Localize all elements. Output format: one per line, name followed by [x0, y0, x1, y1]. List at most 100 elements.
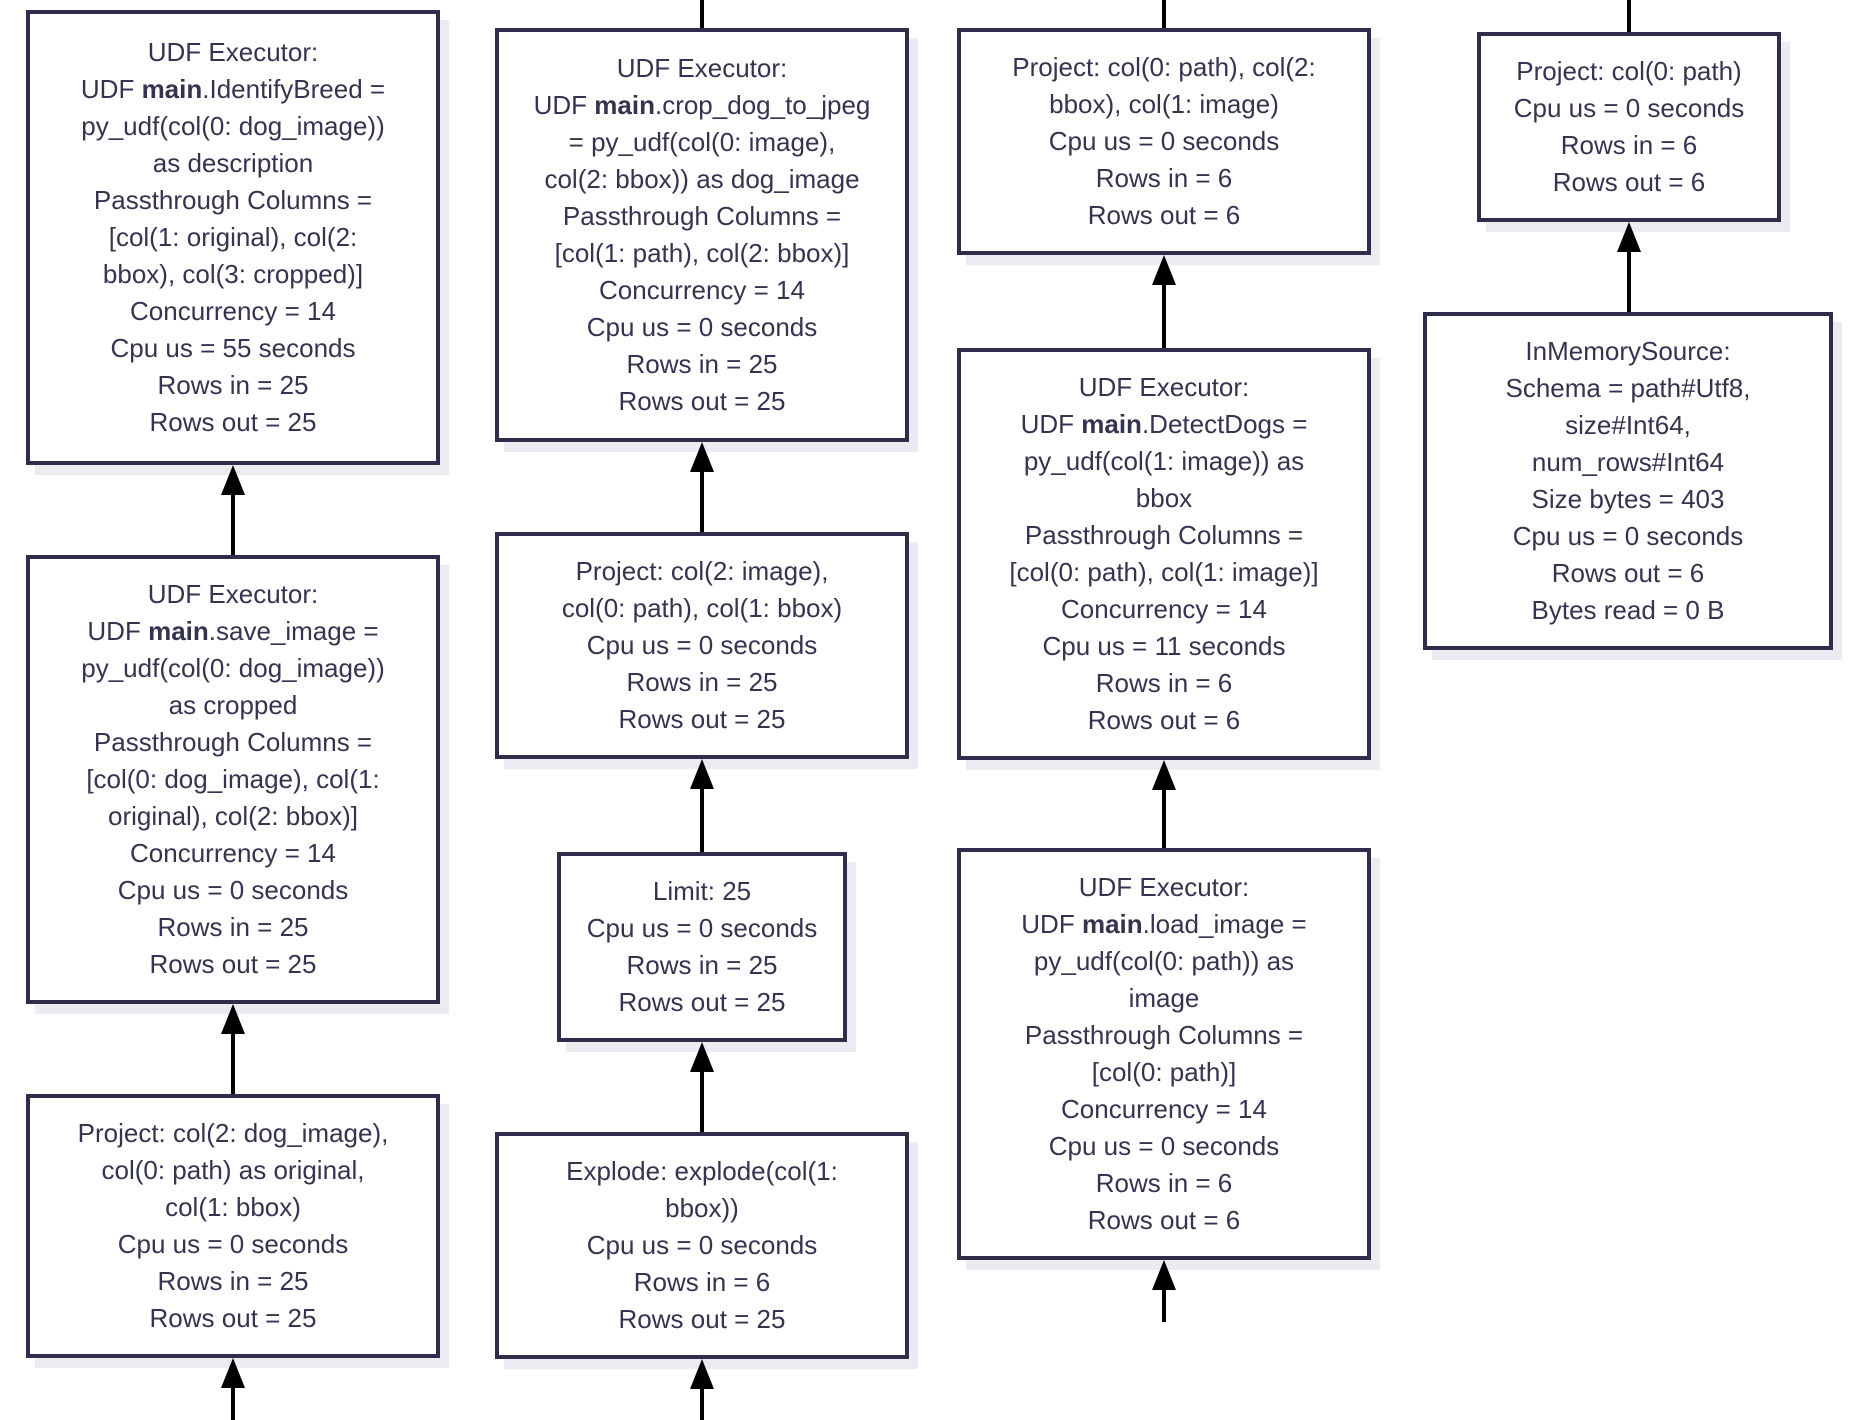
- connector-stub-top-col3: [1150, 0, 1178, 28]
- node-line: Rows out = 25: [618, 1304, 786, 1334]
- node-line: Project: col(2: image),: [575, 556, 829, 586]
- arrow-up-icon: [690, 759, 714, 789]
- node-line: Passthrough Columns =: [93, 185, 373, 215]
- node-line: InMemorySource:: [1525, 336, 1731, 366]
- node-line: Cpu us = 55 seconds: [110, 333, 356, 363]
- node-line: Rows out = 6: [1087, 1205, 1241, 1235]
- arrow-up-icon: [1617, 222, 1641, 252]
- node-line: Rows in = 6: [1095, 163, 1233, 193]
- node-line: Project: col(2: dog_image),: [77, 1118, 389, 1148]
- plan-node-udf-detect-dogs: UDF Executor:UDF main.DetectDogs =py_udf…: [957, 348, 1371, 760]
- flow-arrow-limit-to-project-image-path-bbox: [688, 759, 716, 852]
- arrow-shaft: [1162, 786, 1166, 848]
- arrow-shaft: [700, 785, 704, 852]
- arrow-shaft: [1162, 0, 1166, 28]
- flow-arrow-explode-to-limit: [688, 1042, 716, 1132]
- node-line: Concurrency = 14: [1061, 594, 1267, 624]
- node-line: col(0: path) as original,: [101, 1155, 365, 1185]
- connector-stub-bottom-col2: [688, 1359, 716, 1420]
- node-line: Cpu us = 0 seconds: [586, 312, 818, 342]
- node-line: Cpu us = 0 seconds: [1513, 93, 1745, 123]
- node-line: Rows in = 6: [1095, 668, 1233, 698]
- node-line: as description: [152, 148, 314, 178]
- arrow-shaft: [231, 1030, 235, 1094]
- plan-node-explode: Explode: explode(col(1: bbox)) Cpu us = 0 …: [495, 1132, 909, 1359]
- node-line: Passthrough Columns =: [93, 727, 373, 757]
- node-line: Cpu us = 0 seconds: [1048, 1131, 1280, 1161]
- node-line: Cpu us = 0 seconds: [586, 630, 818, 660]
- flow-arrow-project-dog-image-to-udf-save-image: [219, 1004, 247, 1094]
- node-line: Project: col(0: path), col(2:: [1012, 52, 1316, 82]
- node-line: Cpu us = 0 seconds: [117, 1229, 349, 1259]
- node-line: Rows in = 6: [633, 1267, 771, 1297]
- arrow-shaft: [1162, 1286, 1166, 1322]
- node-line: Cpu us = 0 seconds: [1048, 126, 1280, 156]
- arrow-up-icon: [221, 1004, 245, 1034]
- node-line: py_udf(col(0: dog_image)): [81, 653, 385, 683]
- node-line: [col(0: path)]: [1091, 1057, 1237, 1087]
- arrow-shaft: [700, 468, 704, 532]
- node-line: Limit: 25: [652, 876, 752, 906]
- node-line: Rows out = 6: [1552, 167, 1706, 197]
- node-line: Rows out = 25: [149, 407, 317, 437]
- arrow-up-icon: [221, 1358, 245, 1388]
- node-line: Rows in = 25: [626, 950, 778, 980]
- node-line: py_udf(col(1: image)) as: [1023, 446, 1305, 476]
- node-line: Rows out = 6: [1551, 558, 1705, 588]
- node-line: col(2: bbox)) as dog_image: [544, 164, 860, 194]
- node-line: num_rows#Int64: [1531, 447, 1725, 477]
- node-line: [col(0: dog_image), col(1:: [86, 764, 380, 794]
- plan-node-udf-crop-dog-to-jpeg: UDF Executor: UDF main.crop_dog_to_jpeg = …: [495, 28, 909, 442]
- arrow-up-icon: [690, 1359, 714, 1389]
- flow-arrow-udf-save-image-to-udf-identify-breed: [219, 465, 247, 555]
- node-line: bbox)): [665, 1193, 739, 1223]
- node-line: image: [1128, 983, 1200, 1013]
- arrow-shaft: [231, 1384, 235, 1420]
- node-line: [col(0: path), col(1: image)]: [1009, 557, 1319, 587]
- node-line: size#Int64,: [1565, 410, 1691, 440]
- plan-node-in-memory-source: InMemorySource: Schema = path#Utf8, size#I…: [1423, 312, 1833, 650]
- node-line: Rows in = 25: [626, 349, 778, 379]
- arrow-up-icon: [1152, 255, 1176, 285]
- node-line: Rows out = 25: [149, 1303, 317, 1333]
- node-line: Cpu us = 0 seconds: [1512, 521, 1744, 551]
- arrow-up-icon: [690, 442, 714, 472]
- arrow-shaft: [1162, 281, 1166, 348]
- node-line: UDF Executor:: [1078, 872, 1250, 902]
- connector-stub-bottom-col3: [1150, 1260, 1178, 1322]
- node-line: Rows out = 25: [149, 949, 317, 979]
- node-line: Size bytes = 403: [1531, 484, 1725, 514]
- node-line: Rows in = 25: [626, 667, 778, 697]
- arrow-shaft: [1627, 248, 1631, 312]
- node-line: Concurrency = 14: [130, 296, 336, 326]
- node-line: bbox), col(1: image): [1049, 89, 1279, 119]
- node-line: Explode: explode(col(1:: [566, 1156, 838, 1186]
- node-line: Concurrency = 14: [1061, 1094, 1267, 1124]
- arrow-up-icon: [1152, 760, 1176, 790]
- node-line: Passthrough Columns =: [1024, 1020, 1304, 1050]
- node-line: col(0: path), col(1: bbox): [561, 593, 843, 623]
- arrow-shaft: [700, 1068, 704, 1132]
- node-line: Passthrough Columns =: [1024, 520, 1304, 550]
- node-line: bbox), col(3: cropped)]: [102, 259, 364, 289]
- arrow-up-icon: [221, 465, 245, 495]
- node-line: UDF Executor:: [616, 53, 788, 83]
- node-line: [col(1: original), col(2:: [108, 222, 358, 252]
- node-line: UDF main.crop_dog_to_jpeg: [533, 90, 871, 120]
- node-line: Cpu us = 0 seconds: [586, 1230, 818, 1260]
- node-line: Passthrough Columns =: [562, 201, 842, 231]
- node-line: Schema = path#Utf8,: [1505, 373, 1751, 403]
- node-line: Cpu us = 11 seconds: [1042, 631, 1286, 661]
- node-line: UDF Executor:: [147, 579, 319, 609]
- arrow-shaft: [231, 491, 235, 555]
- node-line: original), col(2: bbox)]: [108, 801, 358, 831]
- node-line: Project: col(0: path): [1516, 56, 1742, 86]
- node-line: UDF main.load_image =: [1021, 909, 1307, 939]
- flow-arrow-udf-load-image-to-udf-detect-dogs: [1150, 760, 1178, 848]
- node-line: Rows in = 25: [157, 1266, 309, 1296]
- node-line: = py_udf(col(0: image),: [568, 127, 836, 157]
- node-line: Bytes read = 0 B: [1531, 595, 1725, 625]
